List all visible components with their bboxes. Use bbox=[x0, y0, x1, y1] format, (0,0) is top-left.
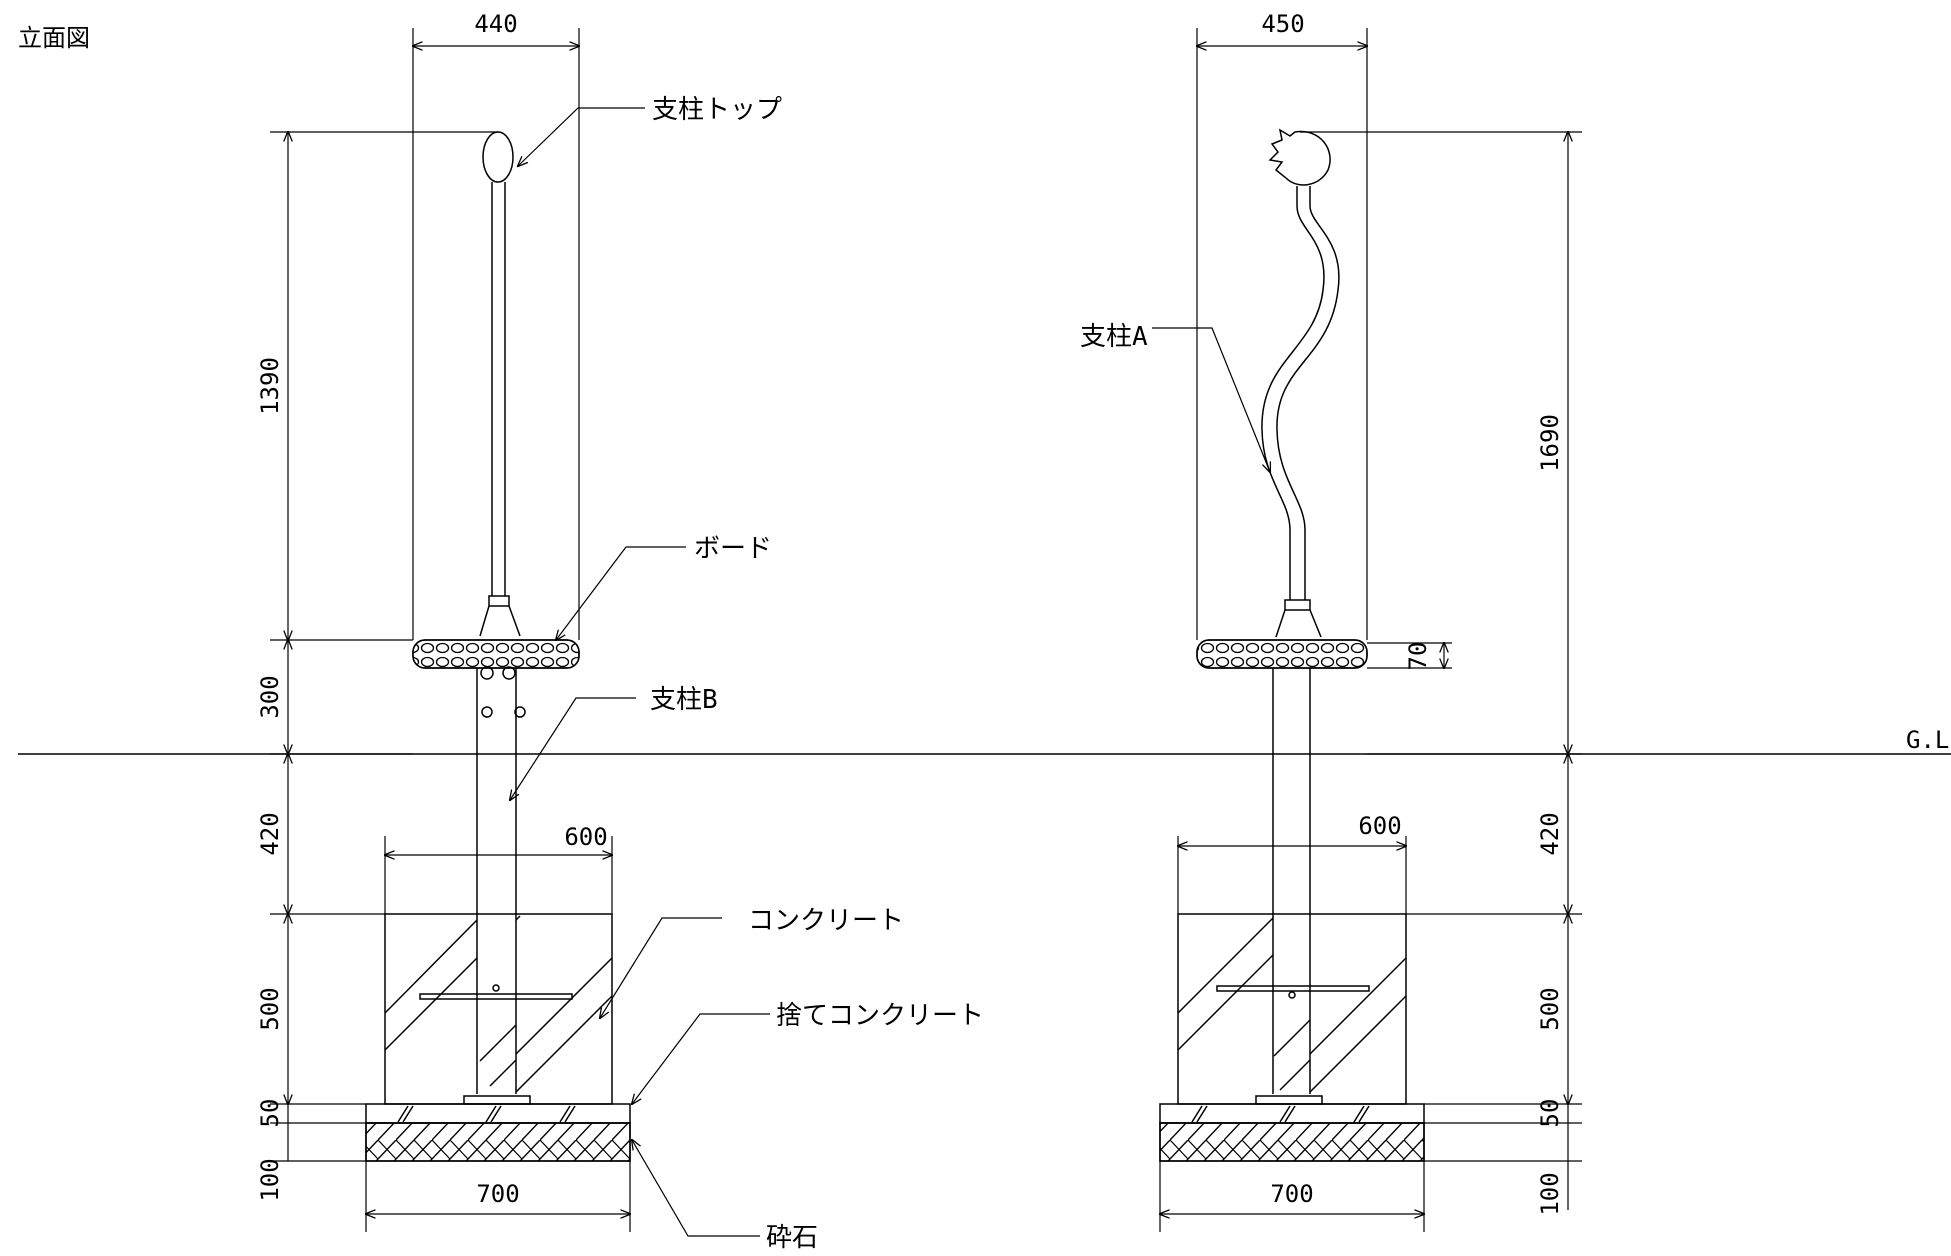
label-post-b: 支柱B bbox=[650, 685, 718, 715]
left-dim-embed-depth: 420 bbox=[256, 812, 284, 855]
left-concrete bbox=[384, 913, 613, 1105]
right-dim-embed-depth: 420 bbox=[1536, 812, 1564, 855]
right-dim-base-width: 700 bbox=[1270, 1180, 1313, 1208]
left-dimensions bbox=[270, 28, 630, 1232]
right-gravel bbox=[1159, 1122, 1425, 1162]
right-post-shaft bbox=[1272, 668, 1311, 1094]
right-post-a bbox=[1261, 186, 1325, 600]
label-post-top: 支柱トップ bbox=[652, 95, 782, 125]
right-assembly bbox=[1159, 128, 1425, 1162]
drawing-title: 立面図 bbox=[18, 24, 90, 52]
left-upper-pole bbox=[491, 182, 506, 596]
right-dim-top-width: 450 bbox=[1261, 10, 1304, 38]
left-dim-lower-height: 300 bbox=[256, 675, 284, 718]
left-dim-top-width: 440 bbox=[474, 10, 517, 38]
left-lean-concrete bbox=[365, 1103, 631, 1124]
label-board: ボード bbox=[694, 534, 772, 564]
right-board bbox=[1196, 639, 1368, 669]
left-gravel bbox=[365, 1122, 631, 1162]
left-dim-base-width: 700 bbox=[476, 1180, 519, 1208]
left-assembly bbox=[365, 131, 631, 1162]
left-post-b bbox=[476, 668, 517, 1094]
left-board bbox=[412, 639, 580, 669]
label-gravel: 砕石 bbox=[766, 1223, 818, 1253]
label-concrete: コンクリート bbox=[748, 906, 904, 936]
right-dim-board-thickness: 70 bbox=[1404, 642, 1432, 671]
right-dim-gravel-thickness: 100 bbox=[1536, 1172, 1564, 1215]
right-dim-footing-height: 500 bbox=[1536, 987, 1564, 1030]
right-post-top bbox=[1268, 128, 1331, 186]
right-lean-concrete bbox=[1159, 1103, 1425, 1124]
left-post-top bbox=[482, 131, 514, 183]
left-dim-lean-thickness: 50 bbox=[256, 1099, 284, 1128]
ground-label: G.L bbox=[1906, 726, 1949, 754]
left-dim-upper-height: 1390 bbox=[256, 357, 284, 415]
left-leaders bbox=[510, 107, 770, 1237]
left-dim-gravel-thickness: 100 bbox=[256, 1158, 284, 1201]
right-collar bbox=[1275, 599, 1322, 638]
right-concrete bbox=[1177, 913, 1407, 1105]
left-collar bbox=[479, 595, 521, 637]
right-leaders bbox=[1152, 327, 1270, 472]
right-dim-footing-width: 600 bbox=[1358, 812, 1401, 840]
left-dim-footing-width: 600 bbox=[564, 823, 607, 851]
label-lean-concrete: 捨てコンクリート bbox=[776, 1001, 984, 1031]
right-dimensions bbox=[1160, 28, 1582, 1232]
left-dim-footing-height: 500 bbox=[256, 987, 284, 1030]
right-dim-total-height: 1690 bbox=[1536, 414, 1564, 472]
label-post-a: 支柱A bbox=[1080, 322, 1148, 352]
right-dim-lean-thickness: 50 bbox=[1536, 1099, 1564, 1128]
